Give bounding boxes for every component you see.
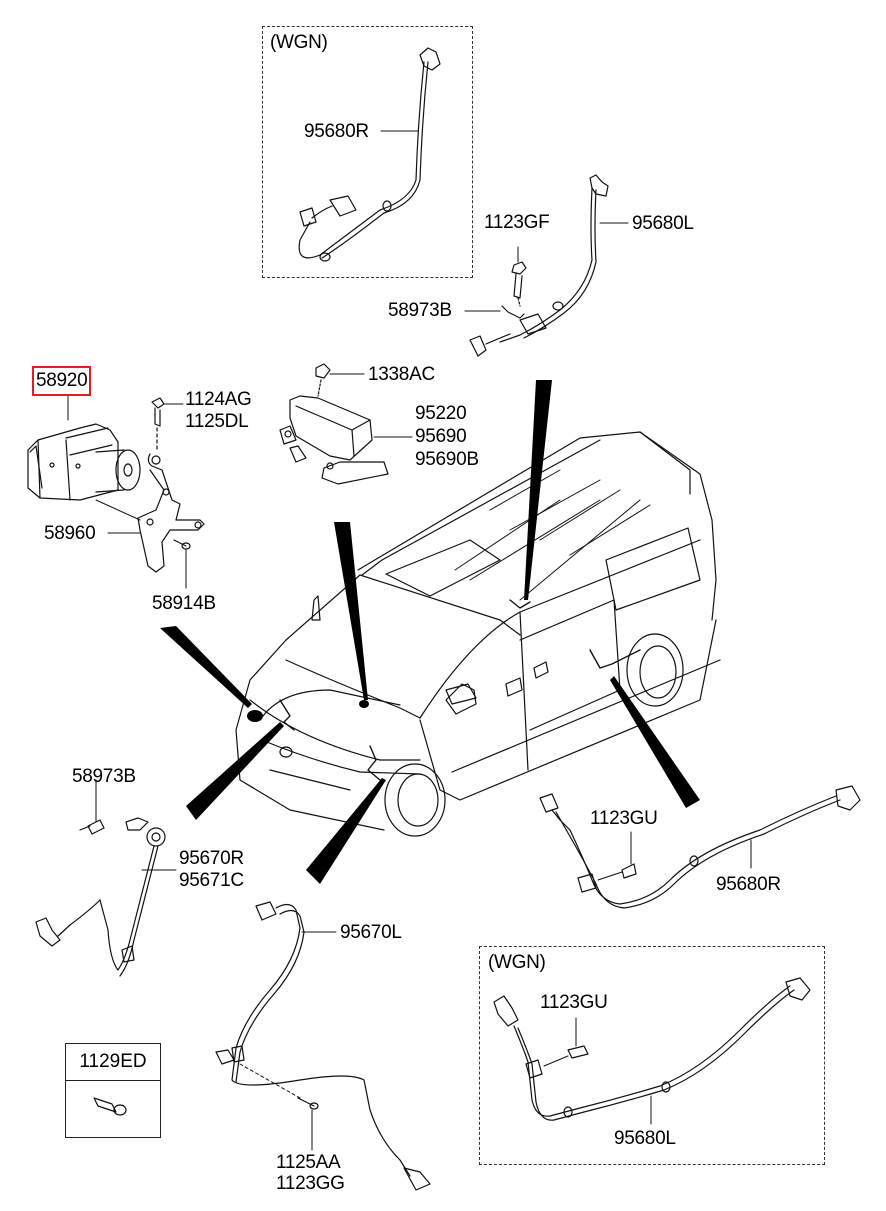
- part-label-95690[interactable]: 95690: [415, 426, 467, 447]
- wgn-variant-box-top: [262, 26, 473, 278]
- wheel-speed-sensor-95680L-upper: [464, 174, 629, 357]
- vehicle-van-illustration: [235, 431, 721, 837]
- part-label-95680R-right[interactable]: 95680R: [716, 874, 781, 895]
- part-label-1124AG[interactable]: 1124AG: [185, 389, 252, 410]
- part-label-95680L-top[interactable]: 95680L: [632, 213, 694, 234]
- part-label-bolt-group: 1124AG 1125DL: [185, 389, 252, 433]
- part-label-95670L[interactable]: 95670L: [340, 922, 402, 943]
- part-legend-box-1129ED: 1129ED: [65, 1043, 161, 1138]
- part-label-95680L-bottom[interactable]: 95680L: [614, 1128, 676, 1149]
- part-label-front-right-group: 95670R 95671C: [179, 848, 244, 892]
- part-label-95670R[interactable]: 95670R: [179, 848, 244, 869]
- wheel-speed-sensor-95670L: [215, 901, 431, 1191]
- part-label-1123GF[interactable]: 1123GF: [484, 212, 550, 233]
- part-label-1125AA[interactable]: 1125AA: [276, 1152, 341, 1173]
- part-label-1123GG[interactable]: 1123GG: [276, 1173, 345, 1194]
- part-label-1125DL[interactable]: 1125DL: [185, 411, 249, 432]
- hecu-unit-58920: [27, 394, 205, 589]
- wgn-variant-box-bottom: [479, 946, 825, 1165]
- part-label-1123GU-bottom[interactable]: 1123GU: [540, 992, 608, 1013]
- part-label-95690B[interactable]: 95690B: [415, 449, 479, 470]
- part-label-58920-highlighted[interactable]: 58920: [31, 366, 92, 396]
- part-label-1123GU-right[interactable]: 1123GU: [590, 808, 658, 829]
- wheel-speed-sensor-95670R: [35, 779, 177, 977]
- wheel-speed-sensor-95680R-wgn: [298, 47, 441, 262]
- part-label-1338AC[interactable]: 1338AC: [368, 364, 435, 385]
- pointer-wedges: [160, 380, 700, 884]
- part-label-58960[interactable]: 58960: [44, 523, 96, 544]
- part-label-58973B-left[interactable]: 58973B: [72, 766, 136, 787]
- part-label-yaw-group: 95220 95690 95690B: [415, 402, 479, 471]
- bolt-1129ED: [93, 1097, 127, 1116]
- wheel-speed-sensor-95680L-wgn: [493, 977, 811, 1125]
- part-label-58914B[interactable]: 58914B: [152, 593, 216, 614]
- part-label-58973B-top[interactable]: 58973B: [388, 300, 452, 321]
- part-label-front-left-bolt-group: 1125AA 1123GG: [276, 1152, 345, 1194]
- part-label-95680R-top[interactable]: 95680R: [304, 121, 369, 142]
- yaw-rate-sensor-95690: [279, 363, 413, 485]
- variant-tag-wgn-top: (WGN): [270, 32, 328, 53]
- variant-tag-wgn-bottom: (WGN): [488, 952, 546, 973]
- part-label-95671C[interactable]: 95671C: [179, 870, 244, 891]
- wheel-speed-sensor-95680R-lower: [539, 785, 861, 909]
- part-label-95220[interactable]: 95220: [415, 403, 467, 424]
- part-label-1129ED[interactable]: 1129ED: [66, 1044, 160, 1081]
